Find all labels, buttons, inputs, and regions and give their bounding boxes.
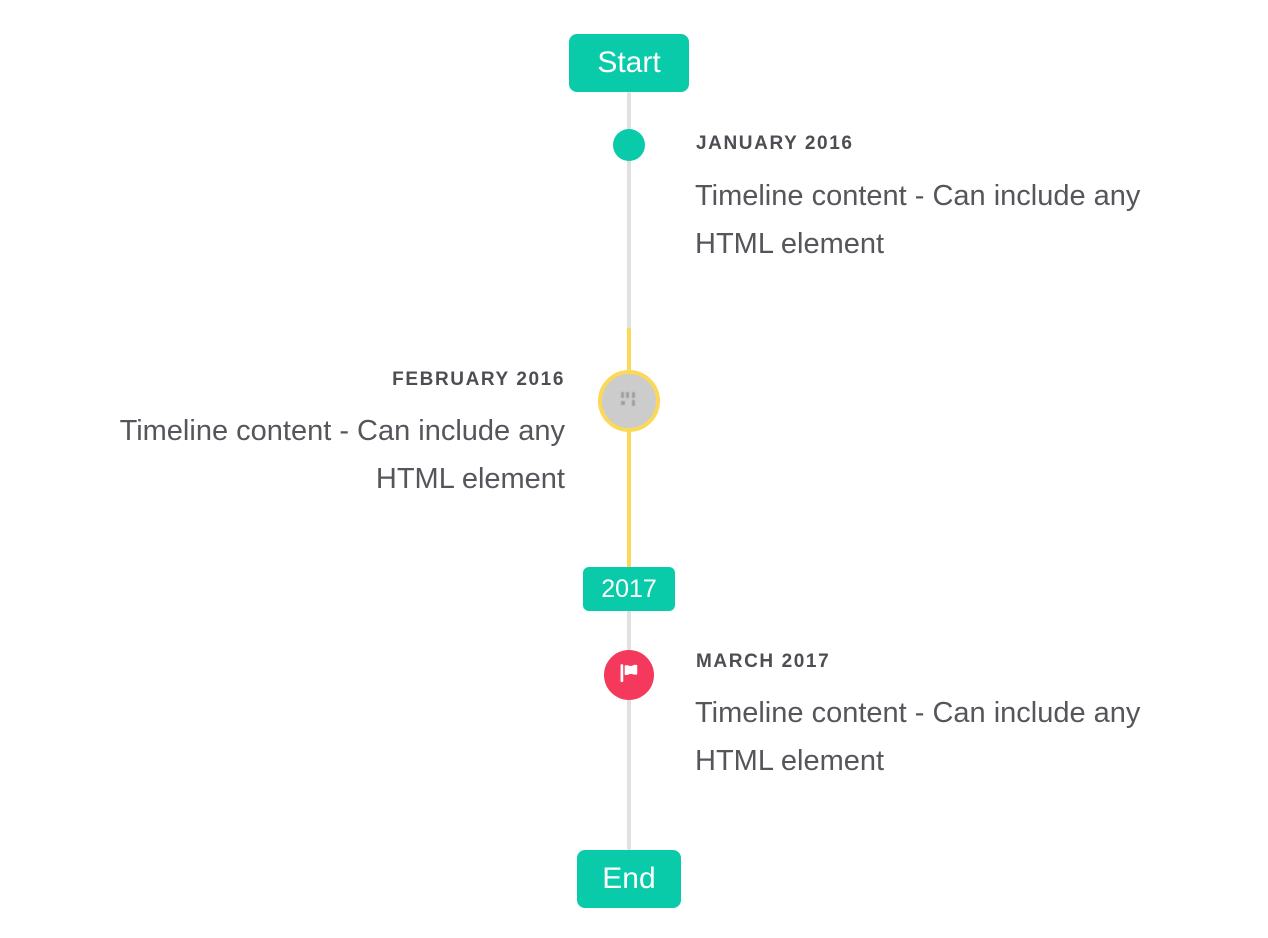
timeline-end-button[interactable]: End [577, 850, 681, 908]
entry-content-line: HTML element [695, 228, 885, 260]
entry-title-february-2016: FEBRUARY 2016 [392, 369, 565, 390]
entry-content-line: Timeline content - Can include any [119, 415, 565, 447]
marker-dot-january[interactable] [613, 129, 645, 161]
timeline-start-button[interactable]: Start [569, 34, 689, 92]
entry-content-line: HTML element [695, 745, 885, 777]
year-badge-2017[interactable]: 2017 [583, 567, 675, 611]
entry-content-line: Timeline content - Can include any [695, 180, 1141, 212]
entry-title-march-2017: MARCH 2017 [696, 651, 831, 672]
flag-icon [616, 660, 642, 691]
broken-image-icon [618, 390, 640, 413]
entry-content-march-2017: Timeline content - Can include any HTML … [695, 689, 1140, 785]
entry-content-line: HTML element [375, 463, 565, 495]
marker-image-february[interactable] [598, 370, 660, 432]
entry-content-line: Timeline content - Can include any [695, 697, 1141, 729]
entry-content-january-2016: Timeline content - Can include any HTML … [695, 172, 1140, 268]
timeline-line-active-segment [627, 328, 631, 567]
marker-flag-march[interactable] [604, 650, 654, 700]
entry-content-february-2016: Timeline content - Can include any HTML … [120, 407, 565, 503]
entry-title-january-2016: JANUARY 2016 [696, 133, 854, 154]
